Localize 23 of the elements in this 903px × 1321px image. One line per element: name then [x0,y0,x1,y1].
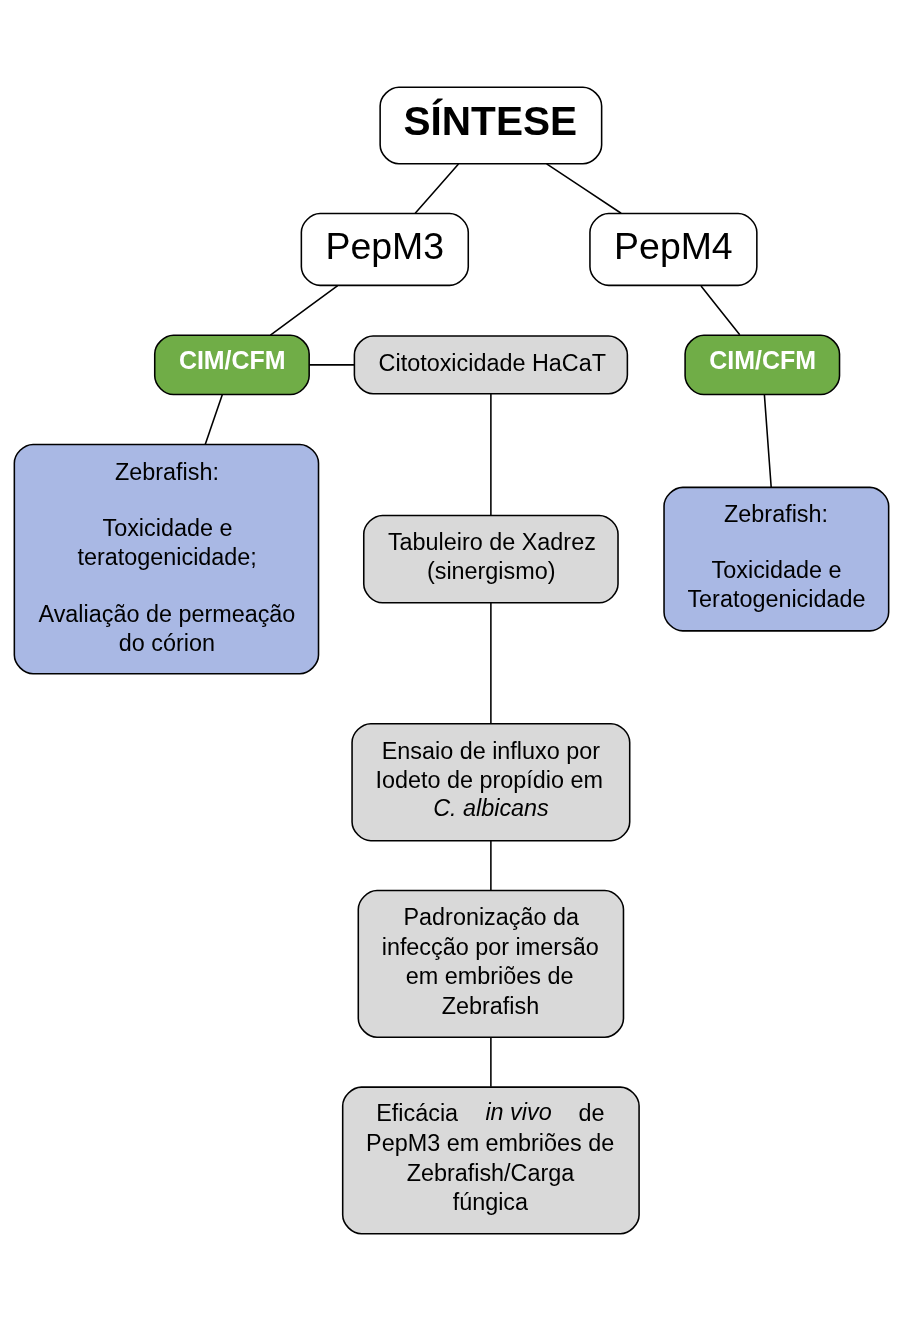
connector [700,285,741,336]
node-box: SÍNTESE [379,86,603,165]
node-box: Padronização da infecção por imersão em embriões de Zebrafish [357,889,625,1038]
connector [269,284,339,336]
node-box: Tabuleiro de Xadrez (sinergismo) [363,514,619,604]
node-box: CIM/CFM [153,334,310,396]
connector [490,602,492,725]
connector [204,393,224,445]
node-box: CIM/CFM [684,334,841,396]
connector [490,393,492,517]
connector [308,364,355,366]
node-box: Ensaio de influxo por Iodeto de propídio em C. albicans [351,722,631,842]
connector [414,163,460,215]
connector [490,1036,492,1088]
connector [490,839,492,891]
node-box: Zebrafish: Toxicidade e teratogenicidade; Avaliação de permeação do córion [13,443,320,675]
node-box: Zebrafish: Toxicidade e Teratogenicidade [663,486,890,632]
connector [763,393,772,488]
node-box: PepM3 [300,212,470,287]
connector [545,163,622,215]
node-box: Eficácia in vivo de PepM3 em embriões de Zebrafish/Carga fúngica [341,1086,640,1235]
node-box: PepM4 [589,212,758,287]
node-box: Citotoxicidade HaCaT [353,335,629,395]
